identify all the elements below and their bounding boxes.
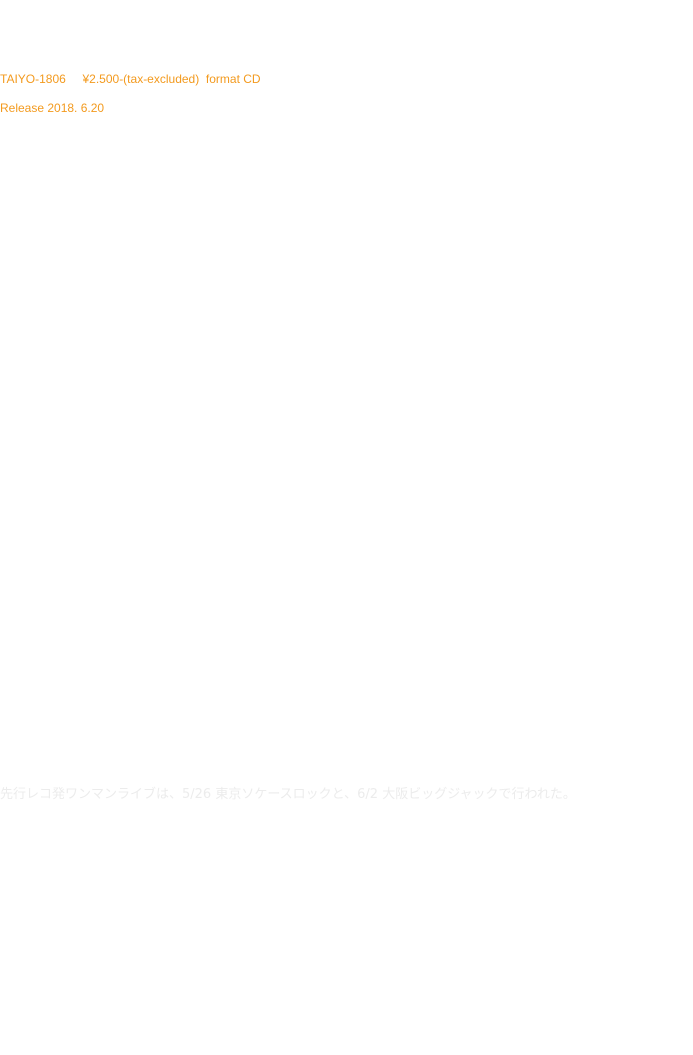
format: format CD <box>205 72 261 86</box>
catalog-number: TAIYO-1806 <box>0 72 66 86</box>
price: ¥2.500-(tax-excluded) <box>82 72 200 86</box>
live-note: 先行レコ発ワンマンライブは、5/26 東京ソケースロックと、6/2 大阪ビッグジ… <box>0 787 576 802</box>
release-date: Release 2018. 6.20 <box>0 101 105 115</box>
release-info-line: TAIYO-1806 ¥2.500-(tax-excluded) format … <box>0 72 261 86</box>
